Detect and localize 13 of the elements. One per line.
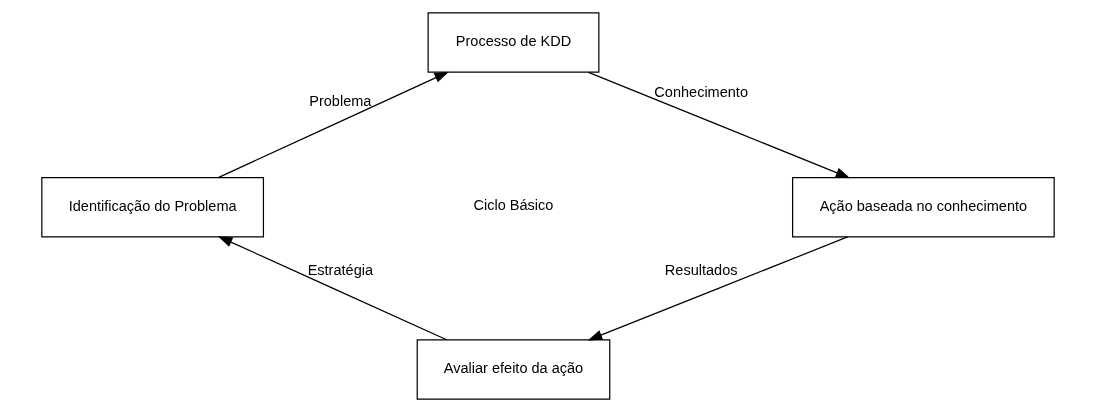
node-box: Identificação do Problema [41, 176, 265, 238]
arrow [217, 236, 448, 341]
edge-label: Problema [309, 93, 372, 110]
node-box: Processo de KDD [427, 12, 600, 73]
edge-label: Conhecimento [654, 83, 748, 100]
edge-label: Estratégia [307, 261, 374, 278]
arrow [218, 71, 449, 178]
edge-label: Resultados [664, 261, 738, 278]
arrow [587, 236, 849, 341]
arrow [587, 71, 851, 179]
label: Ciclo Básico [473, 196, 554, 213]
node-box: Avaliar efeito da ação [416, 339, 611, 400]
node-box: Ação baseada no conhecimento [792, 176, 1055, 238]
